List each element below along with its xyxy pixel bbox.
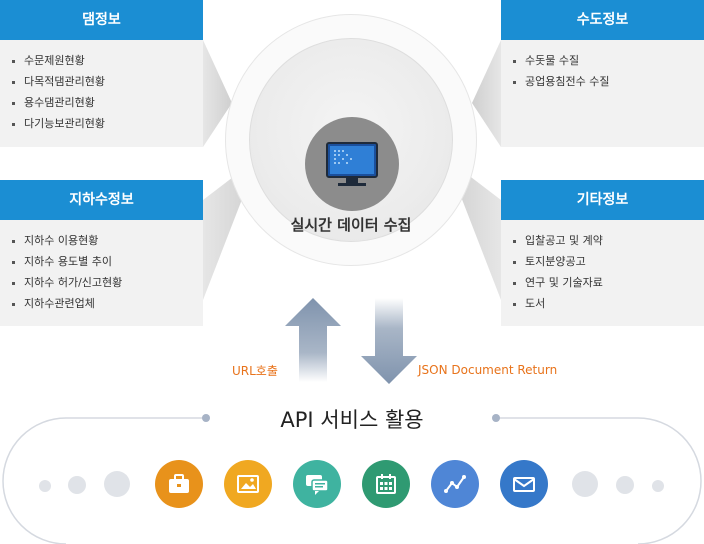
decor-dot [104, 471, 130, 497]
monitor-badge [305, 117, 399, 211]
url-call-label: URL호출 [232, 364, 278, 378]
decor-dot [39, 480, 51, 492]
connector-water [472, 40, 501, 147]
image-icon[interactable] [224, 460, 272, 508]
list-item[interactable]: 지하수 이용현황 [12, 230, 203, 251]
panel-groundwater-title[interactable]: 지하수정보 [0, 180, 203, 220]
center-label: 실시간 데이터 수집 [290, 216, 412, 234]
list-item[interactable]: 입찰공고 및 계약 [513, 230, 704, 251]
decor-dot [68, 476, 86, 494]
list-item[interactable]: 연구 및 기술자료 [513, 272, 704, 293]
connector-dam [203, 40, 232, 147]
list-item[interactable]: 토지분양공고 [513, 251, 704, 272]
decor-dot [616, 476, 634, 494]
list-item[interactable]: 공업용침전수 수질 [513, 71, 704, 92]
calendar-icon[interactable] [362, 460, 410, 508]
decor-dot [652, 480, 664, 492]
api-title: API 서비스 활용 [280, 408, 424, 432]
down-arrow [361, 298, 417, 384]
panel-dam-title[interactable]: 댐정보 [0, 0, 203, 40]
panel-dam: 댐정보 수문제원현황 다목적댐관리현황 용수댐관리현황 다기능보관리현황 [0, 0, 203, 147]
panel-etc: 기타정보 입찰공고 및 계약 토지분양공고 연구 및 기술자료 도서 [501, 180, 704, 326]
json-return-label: JSON Document Return [418, 363, 558, 377]
chart-icon[interactable] [431, 460, 479, 508]
list-item[interactable]: 지하수 용도별 추이 [12, 251, 203, 272]
panel-etc-title[interactable]: 기타정보 [501, 180, 704, 220]
list-item[interactable]: 다목적댐관리현황 [12, 71, 203, 92]
briefcase-icon[interactable] [155, 460, 203, 508]
list-item[interactable]: 도서 [513, 293, 704, 314]
list-item[interactable]: 용수댐관리현황 [12, 92, 203, 113]
panel-water-title[interactable]: 수도정보 [501, 0, 704, 40]
monitor-icon [326, 142, 378, 186]
panel-groundwater: 지하수정보 지하수 이용현황 지하수 용도별 추이 지하수 허가/신고현황 지하… [0, 180, 203, 326]
decor-dot [572, 471, 598, 497]
list-item[interactable]: 지하수 허가/신고현황 [12, 272, 203, 293]
list-item[interactable]: 수문제원현황 [12, 50, 203, 71]
chat-icon[interactable] [293, 460, 341, 508]
up-arrow [285, 298, 341, 382]
mail-icon[interactable] [500, 460, 548, 508]
panel-water: 수도정보 수돗물 수질 공업용침전수 수질 [501, 0, 704, 147]
list-item[interactable]: 수돗물 수질 [513, 50, 704, 71]
list-item[interactable]: 다기능보관리현황 [12, 113, 203, 134]
list-item[interactable]: 지하수관련업체 [12, 293, 203, 314]
